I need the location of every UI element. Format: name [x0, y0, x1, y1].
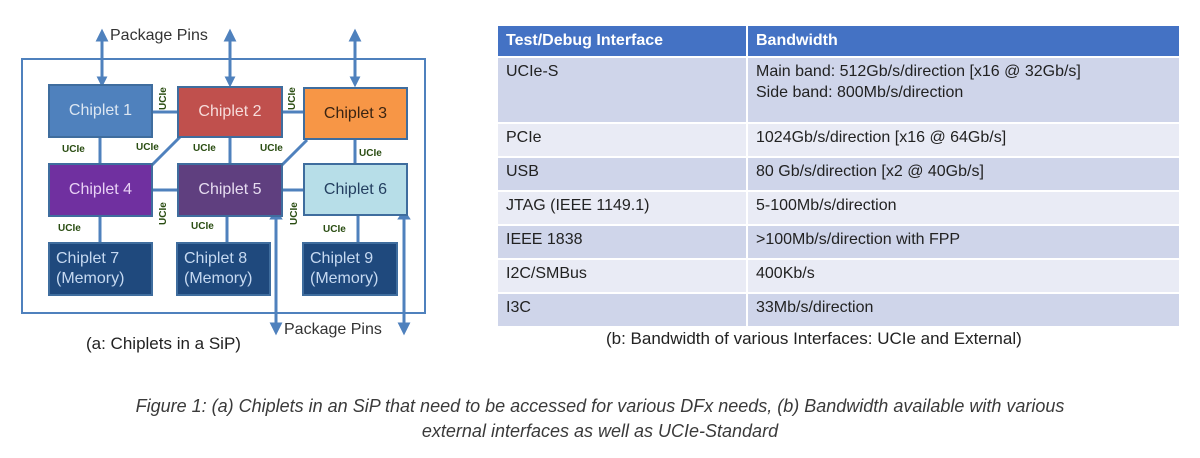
cell-bandwidth: 80 Gb/s/direction [x2 @ 40Gb/s]: [747, 156, 1181, 191]
ucie-label: UCIe: [260, 143, 283, 154]
table-row: IEEE 1838 >100Mb/s/direction with FPP: [498, 224, 1181, 259]
bandwidth-table: Test/Debug Interface Bandwidth UCIe-S Ma…: [498, 26, 1181, 326]
sip-substrate: [21, 58, 426, 314]
package-pins-top-label: Package Pins: [110, 27, 208, 44]
ucie-label: UCIe: [287, 87, 298, 110]
table-row: USB 80 Gb/s/direction [x2 @ 40Gb/s]: [498, 156, 1181, 191]
cell-interface: JTAG (IEEE 1149.1): [498, 190, 748, 225]
ucie-label: UCIe: [193, 143, 216, 154]
figure-caption-line-2: external interfaces as well as UCIe-Stan…: [421, 421, 779, 441]
cell-bandwidth: 400Kb/s: [747, 258, 1181, 293]
cell-interface: IEEE 1838: [498, 224, 748, 259]
cell-interface: UCIe-S: [498, 56, 748, 123]
arrow-up-icon: [95, 28, 109, 42]
table-row: PCIe 1024Gb/s/direction [x16 @ 64Gb/s]: [498, 122, 1181, 157]
cell-interface: USB: [498, 156, 748, 191]
table-header-row: Test/Debug Interface Bandwidth: [498, 26, 1181, 57]
diagram-subcaption: (a: Chiplets in a SiP): [86, 334, 241, 353]
ucie-label: UCIe: [62, 144, 85, 155]
cell-bandwidth: Main band: 512Gb/s/direction [x16 @ 32Gb…: [747, 56, 1181, 123]
chiplet-9-memory: Chiplet 9 (Memory): [302, 242, 398, 296]
cell-bandwidth: 33Mb/s/direction: [747, 292, 1181, 326]
table-row: I2C/SMBus 400Kb/s: [498, 258, 1181, 293]
chiplet-5: Chiplet 5: [177, 163, 283, 217]
cell-interface: PCIe: [498, 122, 748, 157]
ucie-label: UCIe: [58, 223, 81, 234]
ucie-label: UCIe: [359, 148, 382, 159]
interconnect-lines: [95, 28, 411, 336]
chiplet-3: Chiplet 3: [303, 87, 408, 140]
cell-bandwidth: 1024Gb/s/direction [x16 @ 64Gb/s]: [747, 122, 1181, 157]
chiplet-7-memory: Chiplet 7 (Memory): [48, 242, 153, 296]
cell-bandwidth: 5-100Mb/s/direction: [747, 190, 1181, 225]
chiplet-4: Chiplet 4: [48, 163, 153, 217]
table-row: JTAG (IEEE 1149.1) 5-100Mb/s/direction: [498, 190, 1181, 225]
ucie-label: UCIe: [136, 142, 159, 153]
ucie-label: UCIe: [158, 87, 169, 110]
package-pins-bottom-label: Package Pins: [284, 321, 382, 338]
table-row: I3C 33Mb/s/direction: [498, 292, 1181, 326]
cell-interface: I3C: [498, 292, 748, 326]
chiplet-8-memory: Chiplet 8 (Memory): [176, 242, 271, 296]
table-subcaption: (b: Bandwidth of various Interfaces: UCI…: [606, 329, 1022, 348]
table-row: UCIe-S Main band: 512Gb/s/direction [x16…: [498, 56, 1181, 123]
ucie-label: UCIe: [323, 224, 346, 235]
cell-interface: I2C/SMBus: [498, 258, 748, 293]
chiplet-2: Chiplet 2: [177, 86, 283, 138]
ucie-label: UCIe: [158, 202, 169, 225]
ucie-label: UCIe: [289, 202, 300, 225]
header-interface: Test/Debug Interface: [498, 26, 748, 57]
figure-caption: Figure 1: (a) Chiplets in an SiP that ne…: [0, 394, 1200, 444]
chiplet-6: Chiplet 6: [303, 163, 408, 216]
chiplet-1: Chiplet 1: [48, 84, 153, 138]
cell-bandwidth: >100Mb/s/direction with FPP: [747, 224, 1181, 259]
figure-caption-line-1: Figure 1: (a) Chiplets in an SiP that ne…: [135, 396, 1065, 416]
header-bandwidth: Bandwidth: [747, 26, 1181, 57]
ucie-label: UCIe: [191, 221, 214, 232]
